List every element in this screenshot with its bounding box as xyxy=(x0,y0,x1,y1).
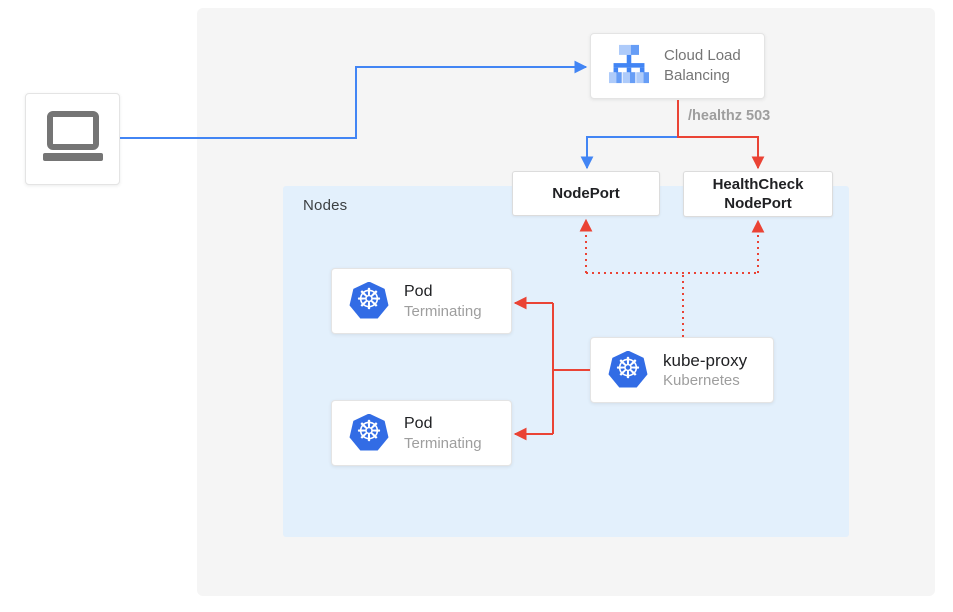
kube-proxy-title: kube-proxy xyxy=(663,350,748,370)
healthcheck-nodeport-label: HealthCheck NodePort xyxy=(712,176,804,212)
pod-status: Terminating xyxy=(404,302,482,320)
healthcheck-nodeport-node: HealthCheck NodePort xyxy=(683,171,833,217)
pod-terminating-node-top: ☸ Pod Terminating xyxy=(331,268,512,334)
kubernetes-icon: ☸ xyxy=(349,413,389,451)
load-balancer-icon xyxy=(607,44,651,89)
nodes-group-label: Nodes xyxy=(303,197,348,214)
nodeport-node: NodePort xyxy=(512,171,660,216)
laptop-icon xyxy=(41,110,105,168)
client-node xyxy=(25,93,120,185)
pod-title: Pod xyxy=(404,414,433,432)
healthz-503-label: /healthz 503 xyxy=(688,108,771,124)
nodeport-label: NodePort xyxy=(552,185,620,202)
kubernetes-icon: ☸ xyxy=(608,350,648,388)
pod-status: Terminating xyxy=(404,434,482,452)
kubernetes-icon: ☸ xyxy=(349,281,389,319)
cloud-load-balancing-label: Cloud Load Balancing xyxy=(664,47,741,84)
kube-proxy-node: ☸ kube-proxy Kubernetes xyxy=(590,337,774,403)
cloud-load-balancing-node: Cloud Load Balancing xyxy=(590,33,765,99)
pod-terminating-node-bottom: ☸ Pod Terminating xyxy=(331,400,512,466)
kube-proxy-subtitle: Kubernetes xyxy=(663,371,740,389)
pod-title: Pod xyxy=(404,282,433,300)
